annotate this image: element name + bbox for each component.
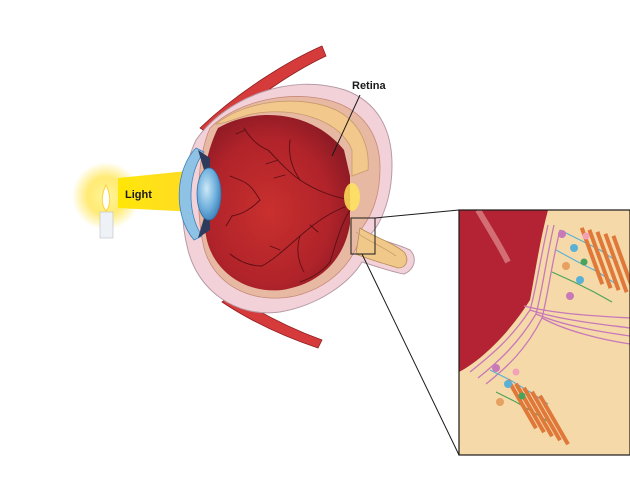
light-beam	[118, 170, 197, 212]
eye-interior	[202, 115, 350, 291]
inset-frame	[458, 209, 630, 456]
connector-line-top	[374, 209, 460, 219]
retina-label: Retina	[352, 80, 387, 92]
retina-band	[214, 100, 369, 177]
light-label: Light	[125, 189, 152, 201]
lens	[196, 167, 222, 221]
connector-line-bottom	[361, 253, 460, 456]
retina-leader-line	[331, 94, 361, 157]
blood-vessels	[225, 127, 351, 283]
retina-inset	[459, 210, 630, 455]
iris	[198, 150, 210, 238]
fovea-light-spot	[344, 183, 360, 211]
callout-box	[350, 217, 376, 255]
optic-nerve	[355, 227, 408, 269]
